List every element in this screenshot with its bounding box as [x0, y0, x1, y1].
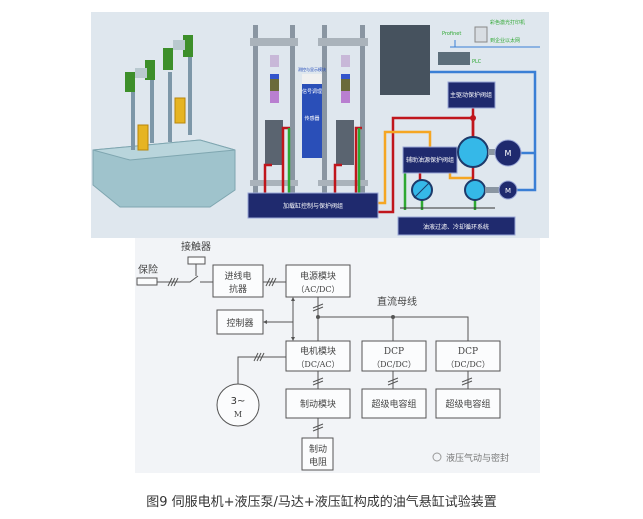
test-frames [250, 25, 368, 195]
main-motor-label: M [505, 149, 512, 158]
brake-resistor-box [301, 437, 334, 471]
plc-label: PLC [472, 59, 482, 65]
reactor-label-2: 抗器 [229, 283, 247, 295]
aux-pump-icon [464, 179, 486, 201]
ethernet-label: 到企业以太网 [490, 37, 520, 44]
loading-valve-label: 加载缸控制与保护阀组 [283, 202, 343, 210]
sensor-label: 传感器 [304, 115, 319, 122]
motor-module-box [285, 340, 351, 372]
signal-label: 信号调理 [302, 88, 322, 95]
main-pump-icon [457, 136, 489, 168]
dcp-1-type: （DC/DC） [372, 360, 416, 369]
main-drive-valve-box [447, 81, 496, 109]
controller-label: 控制器 [226, 317, 253, 329]
dcp-box-2 [435, 340, 501, 372]
fuse-icon [136, 277, 158, 286]
main-motor-icon [494, 139, 522, 167]
supercap-box-2 [435, 388, 501, 419]
supercap-box-1 [361, 388, 427, 419]
reactor-label-1: 进线电 [224, 270, 251, 282]
motor-phase-label: 3~ [231, 396, 246, 407]
contactor-label: 接触器 [181, 240, 211, 253]
power-schematic: 保险 接触器 进线电 抗器 电源模块 （AC/DC） 直流母线 控制器 电机模块… [135, 238, 540, 473]
display-module-label: 测控与显示模块 [298, 66, 326, 72]
filter-system-box [397, 216, 516, 236]
sensor-block [302, 84, 322, 158]
motor-module-label: 电机模块 [300, 345, 336, 357]
brake-resistor-label-1: 制动 [309, 443, 327, 455]
fuse-label: 保险 [138, 263, 158, 276]
dcp-1-label: DCP [384, 347, 404, 357]
printer-label: 彩色激光打印机 [490, 19, 525, 26]
supercap-1-label: 超级电容组 [371, 398, 416, 410]
dc-bus-label: 直流母线 [377, 295, 417, 308]
figure-caption: 图9 伺服电机+液压泵/马达+液压缸构成的油气悬缸试验装置 [146, 495, 497, 510]
aux-valve-box [402, 146, 458, 174]
supercap-2-label: 超级电容组 [445, 398, 490, 410]
motor-label: M [234, 410, 242, 419]
aux-motor-label: M [505, 187, 511, 195]
power-module-label: 电源模块 [300, 270, 336, 282]
loading-valve-box [247, 192, 379, 219]
controller-box [216, 309, 264, 335]
aux-motor-icon [498, 180, 518, 200]
contactor-icon [187, 256, 206, 265]
dcp-2-label: DCP [458, 347, 478, 357]
dcp-2-type: （DC/DC） [446, 360, 490, 369]
watermark: 液压气动与密封 [432, 452, 509, 464]
test-rig-photo: 测控与显示模块 信号调理 传感器 Profinet 彩色激光打印机 到企业以太网… [91, 12, 549, 238]
main-drive-valve-label: 主驱动保护阀组 [450, 91, 492, 99]
profinet-label: Profinet [442, 31, 461, 37]
plc [438, 52, 470, 65]
drive-cabinet [380, 25, 430, 95]
3d-test-bench-model [92, 35, 236, 208]
display-module [302, 74, 322, 84]
hydraulic-lines [263, 70, 537, 214]
filter-system-label: 油液过滤、冷却循环系统 [423, 223, 489, 231]
motor-module-type: （DC/AC） [296, 360, 339, 369]
motor-icon [216, 383, 260, 427]
aux-valve-label: 辅助油源保护阀组 [406, 156, 454, 164]
watermark-text: 液压气动与密封 [446, 452, 509, 464]
printer-icon [474, 26, 488, 43]
power-module-type: （AC/DC） [296, 285, 339, 294]
brake-resistor-label-2: 电阻 [309, 456, 327, 468]
brake-module-label: 制动模块 [300, 398, 336, 410]
dcp-box-1 [361, 340, 427, 372]
brake-module-box [285, 388, 351, 419]
reactor-box [212, 264, 264, 298]
